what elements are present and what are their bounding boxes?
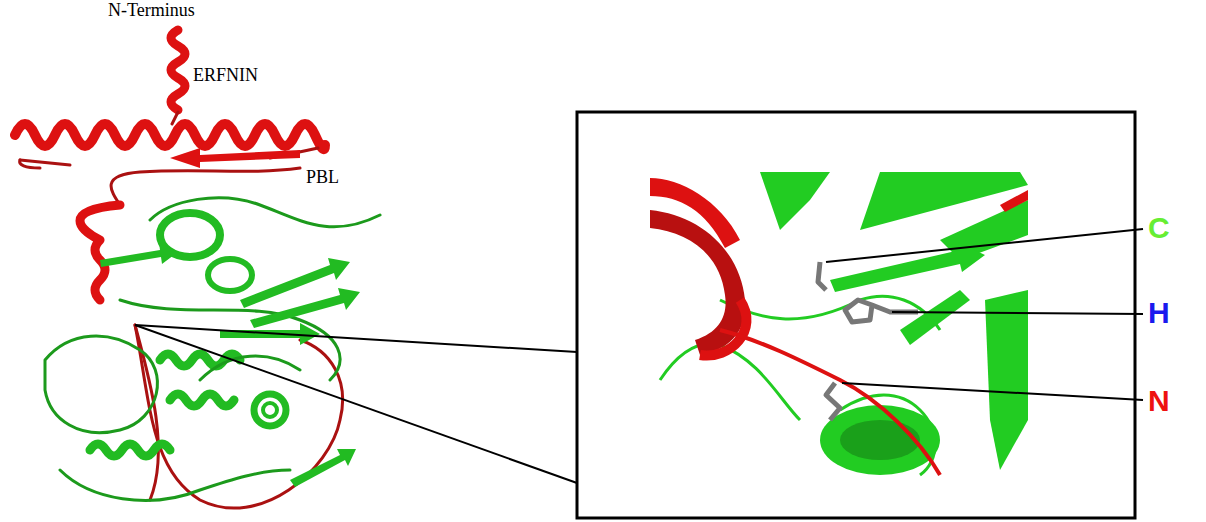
zoom-lines bbox=[135, 325, 577, 483]
part-label: ERFNIN bbox=[193, 66, 258, 86]
inset-frame bbox=[577, 112, 1135, 518]
pro-strand bbox=[170, 148, 300, 168]
leader-lines bbox=[826, 229, 1143, 400]
residue-label: C bbox=[1148, 211, 1170, 244]
residue-label: N bbox=[1148, 384, 1170, 417]
pro-region-ribbon bbox=[15, 30, 343, 508]
residue-label: H bbox=[1148, 296, 1170, 329]
mature-domain-ribbon bbox=[45, 198, 380, 501]
part-label: PBL bbox=[306, 168, 339, 188]
beta-strands bbox=[100, 243, 360, 487]
residue-sticks bbox=[818, 262, 918, 420]
part-label: N-Terminus bbox=[108, 1, 195, 21]
inset-ribbon bbox=[650, 172, 1028, 475]
